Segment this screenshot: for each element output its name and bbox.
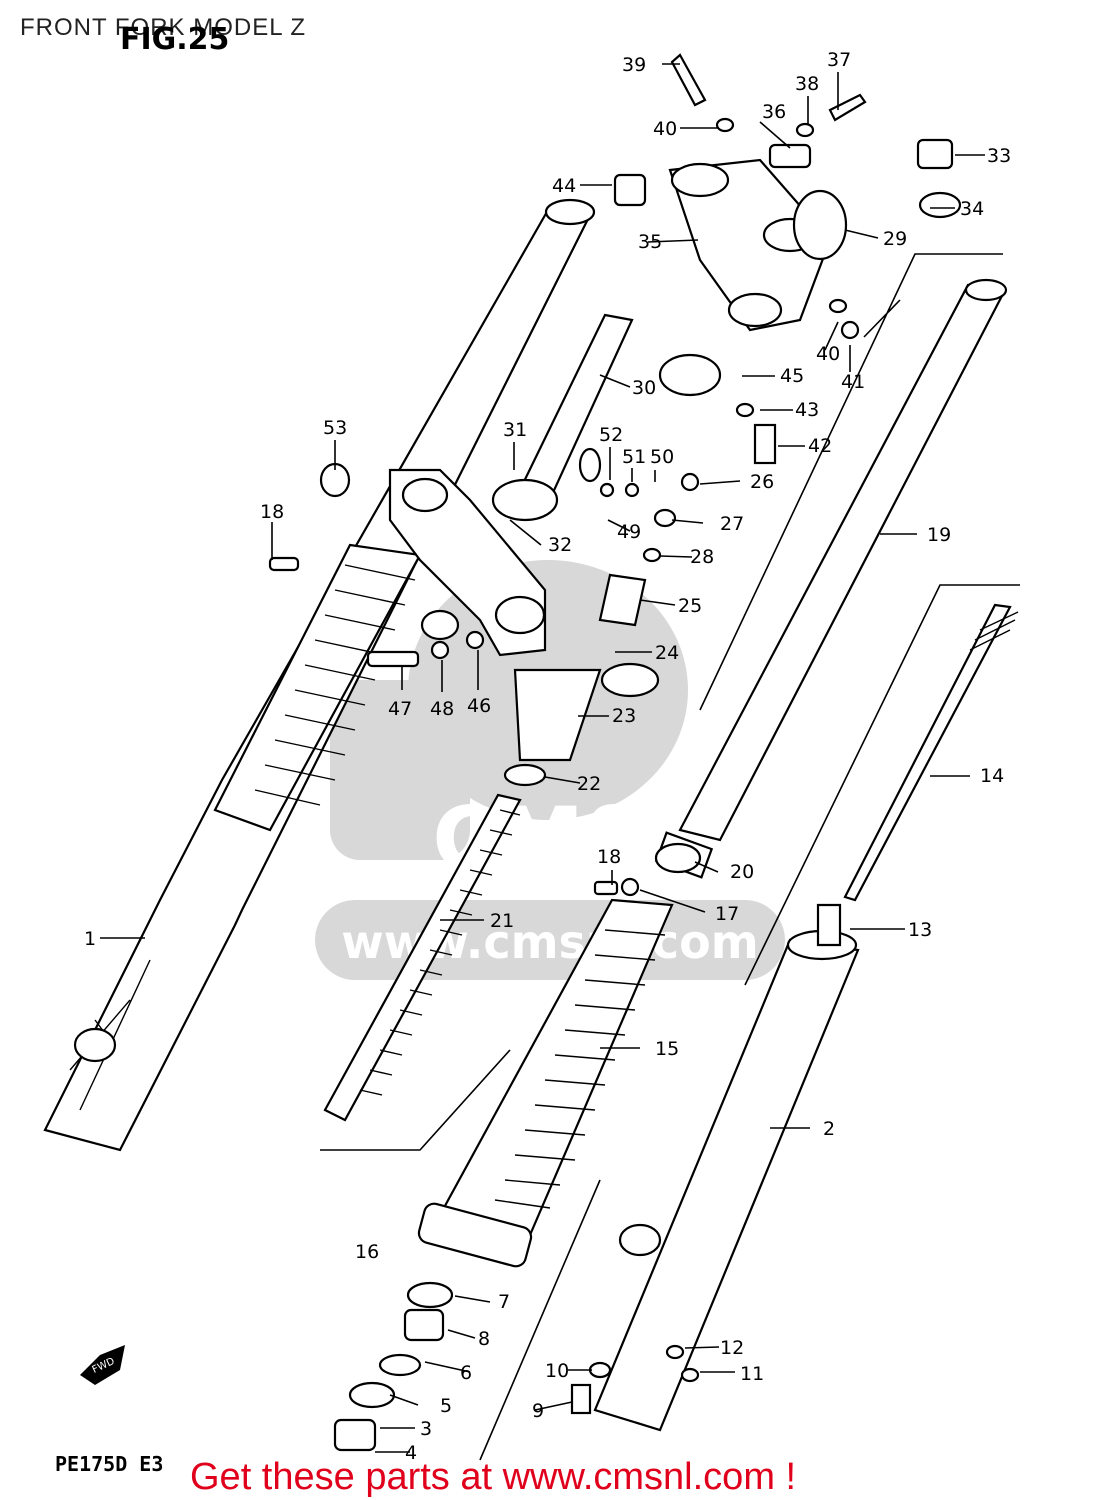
callout-19: 19 [927,524,951,546]
callout-33: 33 [987,145,1011,167]
callout-3: 3 [420,1418,432,1440]
callout-25: 25 [678,595,702,617]
callout-28: 28 [690,546,714,568]
callout-50: 50 [650,446,674,468]
callout-39: 39 [622,54,646,76]
callout-13: 13 [908,919,932,941]
damper-rod [843,603,1019,902]
callout-2: 2 [823,1118,835,1140]
callout-49: 49 [617,521,641,543]
callout-35: 35 [638,231,662,253]
callout-7: 7 [498,1291,510,1313]
callout-12: 12 [720,1337,744,1359]
figure-number: FIG.25 [120,22,230,57]
callout-14: 14 [980,765,1004,787]
small-parts [268,53,962,1452]
callout-40b: 40 [816,343,840,365]
callout-18a: 18 [597,846,621,868]
callout-32: 32 [548,534,572,556]
callout-48: 48 [430,698,454,720]
leader-lines [100,63,1020,1461]
callout-4: 4 [405,1442,417,1464]
left-bellows [213,543,422,832]
callout-21: 21 [490,910,514,932]
callout-15: 15 [655,1038,679,1060]
callout-27: 27 [720,513,744,535]
callout-45: 45 [780,365,804,387]
fork-spring [323,793,522,1122]
callout-29: 29 [883,228,907,250]
callout-52: 52 [599,424,623,446]
fwd-arrow-icon: FWD [80,1345,125,1385]
callout-11: 11 [740,1363,764,1385]
callout-17: 17 [715,903,739,925]
right-outer-tube [593,903,860,1432]
callout-41: 41 [841,371,865,393]
callout-10: 10 [545,1360,569,1382]
callout-36: 36 [762,101,786,123]
callout-38: 38 [795,73,819,95]
callout-30: 30 [632,377,656,399]
callout-5: 5 [440,1395,452,1417]
callout-46: 46 [467,695,491,717]
steering-stem [491,313,634,522]
callout-53: 53 [323,417,347,439]
callout-34: 34 [960,198,984,220]
callout-16: 16 [355,1241,379,1263]
callout-9: 9 [532,1400,544,1422]
callout-20: 20 [730,861,754,883]
callout-22: 22 [577,773,601,795]
callout-26: 26 [750,471,774,493]
callout-31: 31 [503,419,527,441]
callout-40a: 40 [653,118,677,140]
callout-8: 8 [478,1328,490,1350]
callout-1: 1 [84,928,96,950]
callout-numbers: 1 2 3 4 5 6 7 8 9 10 11 12 13 14 15 16 1… [84,49,1011,1464]
callout-51: 51 [622,446,646,468]
callout-18b: 18 [260,501,284,523]
callout-42: 42 [808,435,832,457]
watermark-url: www.cmsnl.com [341,915,758,969]
top-bracket [668,158,848,332]
callout-23: 23 [612,705,636,727]
callout-24: 24 [655,642,679,664]
figure-code: PE175D E3 [55,1452,164,1476]
callout-44: 44 [552,175,576,197]
cta-link[interactable]: Get these parts at www.cmsnl.com ! [190,1456,797,1498]
callout-37: 37 [827,49,851,71]
callout-43: 43 [795,399,819,421]
page-title: FRONT FORK MODEL Z [20,14,307,41]
callout-6: 6 [460,1362,472,1384]
callout-47: 47 [388,698,412,720]
lower-bracket [388,468,547,657]
